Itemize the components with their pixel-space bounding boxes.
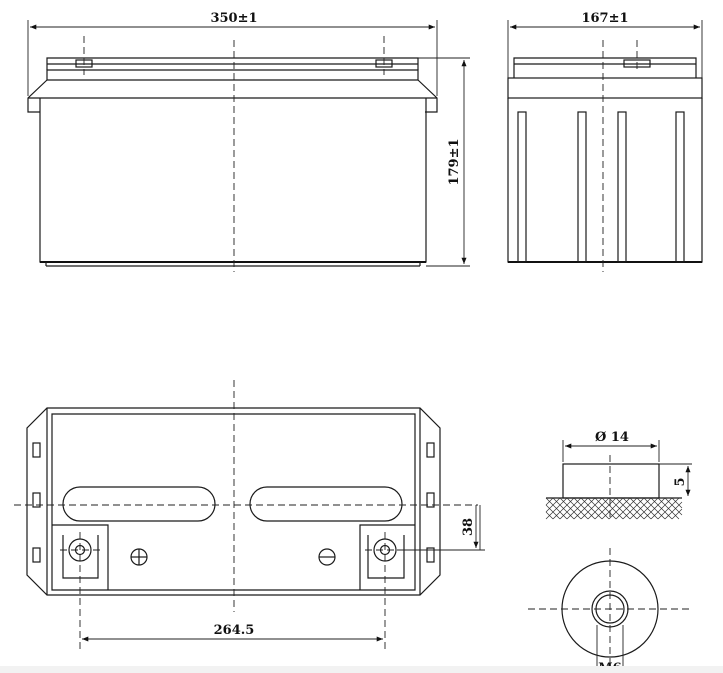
front-view: 350±1 179±1	[27, 11, 470, 272]
dim-terminal-height: 5	[673, 477, 688, 486]
bottom-strip	[0, 666, 723, 673]
side-view: 167±1	[507, 11, 703, 272]
dim-height: 179±1	[447, 138, 462, 185]
dim-terminal-offset: 38	[461, 518, 476, 536]
dim-terminal-diameter: Ø 14	[595, 430, 629, 445]
terminal-detail: Ø 14 5 M6	[528, 430, 692, 673]
dim-side-depth: 167±1	[581, 11, 628, 26]
dim-front-width: 350±1	[210, 11, 257, 26]
positive-symbol-icon	[130, 548, 148, 566]
ground-hatch	[545, 497, 683, 520]
top-view: 264.5 38	[14, 380, 485, 650]
dim-terminal-spacing: 264.5	[214, 623, 255, 638]
negative-symbol-icon	[318, 548, 336, 566]
